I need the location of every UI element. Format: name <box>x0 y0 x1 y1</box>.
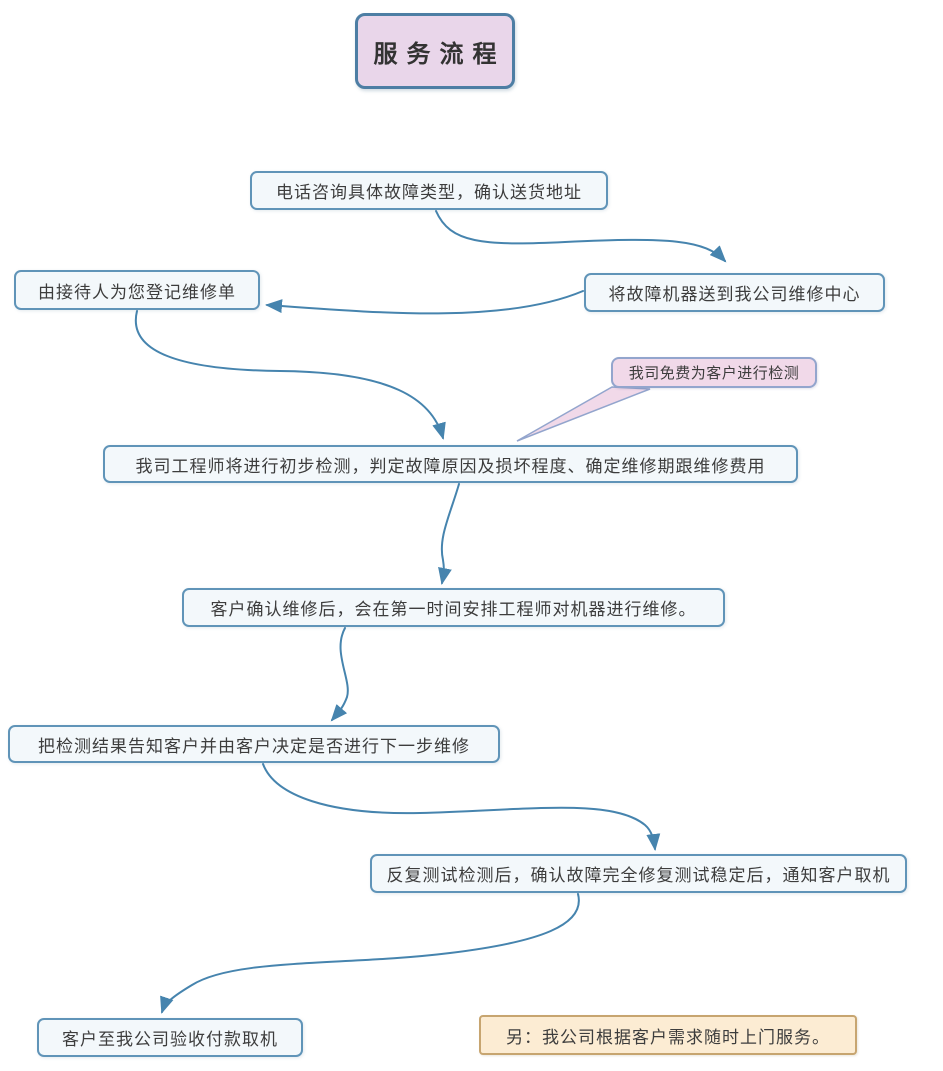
arrow-test-to-pickup <box>160 893 580 1014</box>
node-initial-inspection-label: 我司工程师将进行初步检测，判定故障原因及损坏程度、确定维修期跟维修费用 <box>135 456 766 477</box>
node-inform-result: 把检测结果告知客户并由客户决定是否进行下一步维修 <box>8 725 500 763</box>
arrow-inform-to-test <box>262 763 661 851</box>
arrow-phone-to-send <box>435 210 727 263</box>
callout-free-inspection: 我司免费为客户进行检测 <box>611 357 817 388</box>
arrow-send-to-register <box>265 290 584 315</box>
arrow-inspect-to-confirm <box>438 483 460 585</box>
node-phone-consult: 电话咨询具体故障类型，确认送货地址 <box>250 171 608 210</box>
node-repeat-test: 反复测试检测后，确认故障完全修复测试稳定后，通知客户取机 <box>370 854 907 893</box>
node-register-order: 由接待人为您登记维修单 <box>14 270 260 310</box>
node-repeat-test-label: 反复测试检测后，确认故障完全修复测试稳定后，通知客户取机 <box>386 866 891 886</box>
flowchart-title: 服务流程 <box>355 13 515 89</box>
node-send-machine: 将故障机器送到我公司维修中心 <box>584 273 885 312</box>
callout-free-inspection-label: 我司免费为客户进行检测 <box>628 364 800 382</box>
node-initial-inspection: 我司工程师将进行初步检测，判定故障原因及损坏程度、确定维修期跟维修费用 <box>103 445 798 483</box>
node-pickup-pay-label: 客户至我公司验收付款取机 <box>62 1030 278 1050</box>
node-inform-result-label: 把检测结果告知客户并由客户决定是否进行下一步维修 <box>38 736 470 757</box>
node-confirm-repair-label: 客户确认维修后，会在第一时间安排工程师对机器进行维修。 <box>210 600 697 620</box>
note-door-service-label: 另：我公司根据客户需求随时上门服务。 <box>506 1027 830 1048</box>
node-send-machine-label: 将故障机器送到我公司维修中心 <box>608 285 861 305</box>
node-confirm-repair: 客户确认维修后，会在第一时间安排工程师对机器进行维修。 <box>182 588 725 627</box>
arrow-register-to-inspect <box>134 310 446 440</box>
node-pickup-pay: 客户至我公司验收付款取机 <box>37 1018 303 1057</box>
node-register-order-label: 由接待人为您登记维修单 <box>38 282 236 303</box>
callout-tail <box>516 386 651 442</box>
node-phone-consult-label: 电话咨询具体故障类型，确认送货地址 <box>276 183 582 203</box>
flowchart-title-label: 服务流程 <box>373 38 506 68</box>
arrow-confirm-to-inform <box>330 627 349 722</box>
note-door-service: 另：我公司根据客户需求随时上门服务。 <box>479 1015 857 1055</box>
